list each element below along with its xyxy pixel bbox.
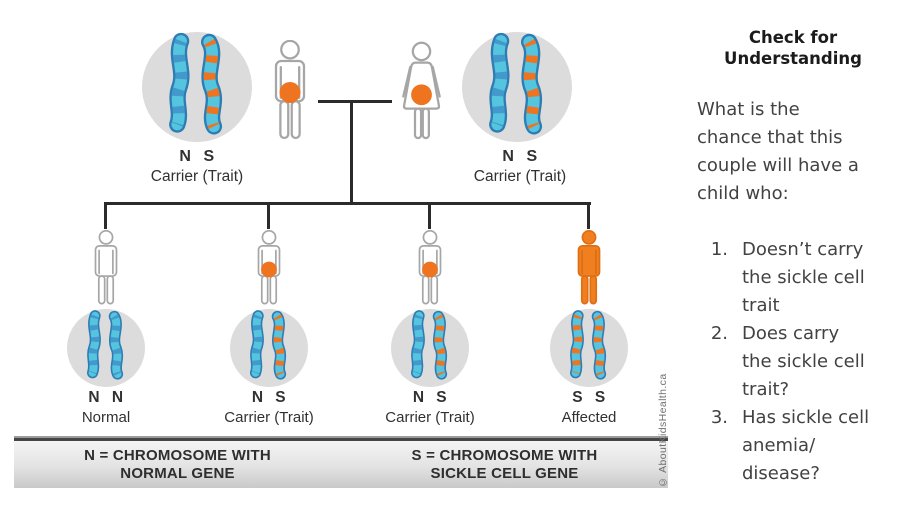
- list-number: 2.: [710, 323, 728, 344]
- phenotype-label: Carrier (Trait): [150, 168, 244, 185]
- legend-sickle-gene: S = CHROMOSOME WITH SICKLE CELL GENE: [341, 447, 668, 483]
- child-affected: S S Affected: [519, 228, 659, 438]
- list-text-line: trait: [742, 295, 780, 316]
- chromosome-pair-icon: [150, 30, 244, 140]
- watermark: © AboutKidsHealth.ca: [657, 373, 669, 488]
- list-item: 3. Has sickle cell anemia/ disease?: [704, 404, 869, 488]
- list-number: 3.: [710, 407, 728, 428]
- legend-border-light: [14, 436, 668, 438]
- mother-figure: [392, 41, 451, 145]
- descent-line: [350, 100, 353, 204]
- chromosome-pair-icon: [557, 308, 621, 385]
- child-figure: [248, 229, 290, 309]
- child-carrier: N S Carrier (Trait): [199, 228, 339, 438]
- phenotype-label: Carrier (Trait): [385, 409, 475, 426]
- chromosome-circle: [230, 309, 308, 387]
- legend-text: NORMAL GENE: [120, 464, 235, 482]
- phenotype-label: Carrier (Trait): [473, 168, 567, 185]
- chromosome-circle: [550, 309, 628, 387]
- father-figure: [262, 39, 318, 145]
- question: What is the chance that this couple will…: [697, 96, 859, 208]
- phenotype-label: Normal: [81, 409, 131, 426]
- list-text: Doesn’t carry the sickle cell trait: [742, 236, 865, 320]
- genotype-label: S S: [572, 389, 606, 406]
- question-line: child who:: [697, 183, 789, 204]
- panel-title: Check for Understanding: [695, 27, 891, 69]
- child-figure: [85, 229, 127, 309]
- chromosome-pair-icon: [237, 308, 301, 385]
- genotype-label: N S: [251, 389, 287, 406]
- legend-text: N = CHROMOSOME WITH: [84, 446, 271, 464]
- child-figure: [568, 229, 610, 309]
- chromosome-pair-icon: [398, 308, 462, 385]
- sibling-line: [104, 202, 591, 205]
- question-line: What is the: [697, 99, 800, 120]
- list-number: 1.: [710, 239, 728, 260]
- legend-bar: N = CHROMOSOME WITH NORMAL GENE S = CHRO…: [14, 436, 668, 488]
- chromosome-circle-father: [142, 32, 252, 142]
- list-text-line: trait?: [742, 379, 790, 400]
- genotype-label: N S: [502, 148, 538, 165]
- phenotype-label: Carrier (Trait): [224, 409, 314, 426]
- legend-normal-gene: N = CHROMOSOME WITH NORMAL GENE: [14, 447, 341, 483]
- chromosome-circle: [391, 309, 469, 387]
- list-text-line: Does carry: [742, 323, 840, 344]
- chromosome-circle: [67, 309, 145, 387]
- legend-text: S = CHROMOSOME WITH: [411, 446, 598, 464]
- list-text-line: the sickle cell: [742, 351, 865, 372]
- chromosome-pair-icon: [470, 30, 564, 140]
- child-drop-line: [587, 202, 590, 229]
- question-line: couple will have a: [697, 155, 859, 176]
- genotype-label: N S: [412, 389, 448, 406]
- child-drop-line: [104, 202, 107, 229]
- list-text-line: Doesn’t carry: [742, 239, 864, 260]
- legend-border-dark: [14, 438, 668, 441]
- question-line: chance that this: [697, 127, 843, 148]
- genotype-label: N S: [179, 148, 215, 165]
- question-list: 1. Doesn’t carry the sickle cell trait 2…: [704, 236, 869, 488]
- child-figure: [409, 229, 451, 309]
- list-item: 1. Doesn’t carry the sickle cell trait: [704, 236, 869, 320]
- list-text: Does carry the sickle cell trait?: [742, 320, 865, 404]
- child-drop-line: [267, 202, 270, 229]
- list-item: 2. Does carry the sickle cell trait?: [704, 320, 869, 404]
- panel-title-line: Understanding: [724, 49, 862, 68]
- legend-text: SICKLE CELL GENE: [430, 464, 579, 482]
- child-carrier: N S Carrier (Trait): [360, 228, 500, 438]
- list-text-line: Has sickle cell: [742, 407, 870, 428]
- list-text: Has sickle cell anemia/ disease?: [742, 404, 869, 488]
- list-text-line: the sickle cell: [742, 267, 865, 288]
- panel-title-line: Check for: [748, 28, 838, 47]
- child-drop-line: [428, 202, 431, 229]
- list-text-line: anemia/: [742, 435, 816, 456]
- phenotype-label: Affected: [561, 409, 617, 426]
- list-text-line: disease?: [742, 463, 820, 484]
- genotype-label: N N: [88, 389, 124, 406]
- couple-line: [318, 100, 392, 103]
- chromosome-circle-mother: [462, 32, 572, 142]
- child-normal: N N Normal: [36, 228, 176, 438]
- chromosome-pair-icon: [74, 308, 138, 385]
